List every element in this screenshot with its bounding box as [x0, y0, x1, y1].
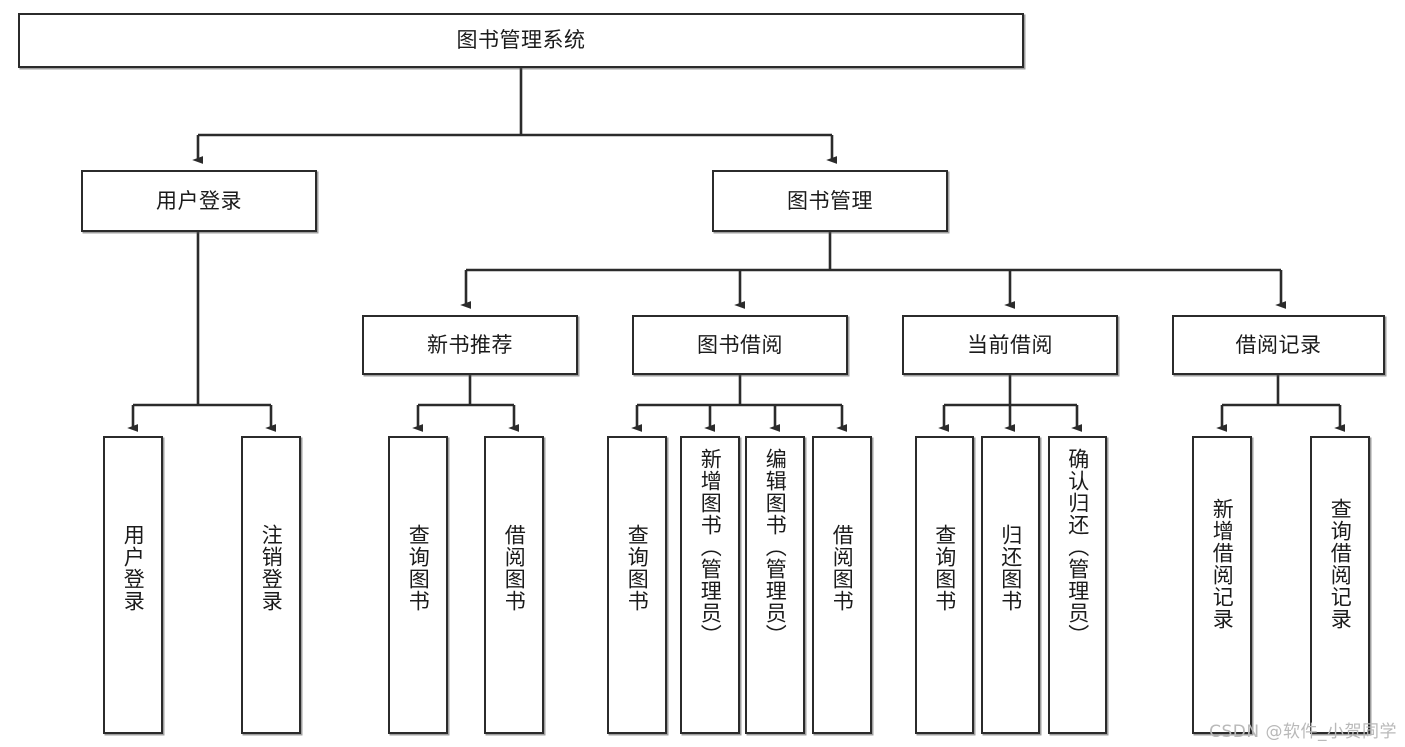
node-label: 编辑图书（管理员） [763, 448, 788, 646]
node-leaf-edit-book-admin[interactable]: 编辑图书（管理员） [745, 436, 805, 734]
node-root-system[interactable]: 图书管理系统 [18, 13, 1024, 68]
node-label: 图书管理系统 [456, 28, 586, 53]
node-label: 借阅记录 [1235, 332, 1322, 357]
node-leaf-query-book-borrow[interactable]: 查询图书 [607, 436, 667, 734]
node-leaf-query-borrow-record[interactable]: 查询借阅记录 [1310, 436, 1370, 734]
node-label: 查询图书 [932, 524, 957, 612]
node-leaf-add-borrow-record[interactable]: 新增借阅记录 [1192, 436, 1252, 734]
node-leaf-query-book-recommend[interactable]: 查询图书 [388, 436, 448, 734]
node-label: 查询图书 [625, 524, 650, 612]
node-book-management[interactable]: 图书管理 [712, 170, 948, 232]
node-leaf-add-book-admin[interactable]: 新增图书（管理员） [680, 436, 740, 734]
csdn-watermark: CSDN @软件_小贺同学 [1209, 722, 1397, 742]
node-label: 新增图书（管理员） [698, 448, 723, 646]
node-label: 借阅图书 [502, 524, 527, 612]
node-current-borrow[interactable]: 当前借阅 [902, 315, 1118, 375]
node-leaf-query-book-current[interactable]: 查询图书 [915, 436, 974, 734]
node-label: 图书借阅 [697, 332, 783, 357]
node-label: 确认归还（管理员） [1065, 448, 1090, 646]
node-label: 当前借阅 [967, 332, 1053, 357]
node-leaf-borrow-book-recommend[interactable]: 借阅图书 [484, 436, 544, 734]
node-leaf-return-book[interactable]: 归还图书 [981, 436, 1040, 734]
node-user-login[interactable]: 用户登录 [81, 170, 317, 232]
node-label: 用户登录 [121, 524, 146, 612]
node-book-borrow[interactable]: 图书借阅 [632, 315, 848, 375]
node-label: 查询借阅记录 [1328, 498, 1353, 630]
node-borrow-record[interactable]: 借阅记录 [1172, 315, 1385, 375]
node-leaf-user-login[interactable]: 用户登录 [103, 436, 163, 734]
node-leaf-confirm-return-admin[interactable]: 确认归还（管理员） [1048, 436, 1107, 734]
node-label: 注销登录 [259, 524, 284, 612]
node-label: 归还图书 [998, 524, 1023, 612]
node-new-book-recommend[interactable]: 新书推荐 [362, 315, 578, 375]
node-leaf-logout-login[interactable]: 注销登录 [241, 436, 301, 734]
node-label: 新增借阅记录 [1210, 498, 1235, 630]
node-label: 图书管理 [787, 188, 873, 213]
node-label: 借阅图书 [830, 524, 855, 612]
node-leaf-borrow-book[interactable]: 借阅图书 [812, 436, 872, 734]
node-label: 用户登录 [156, 188, 242, 213]
node-label: 新书推荐 [427, 332, 513, 357]
node-label: 查询图书 [406, 524, 431, 612]
